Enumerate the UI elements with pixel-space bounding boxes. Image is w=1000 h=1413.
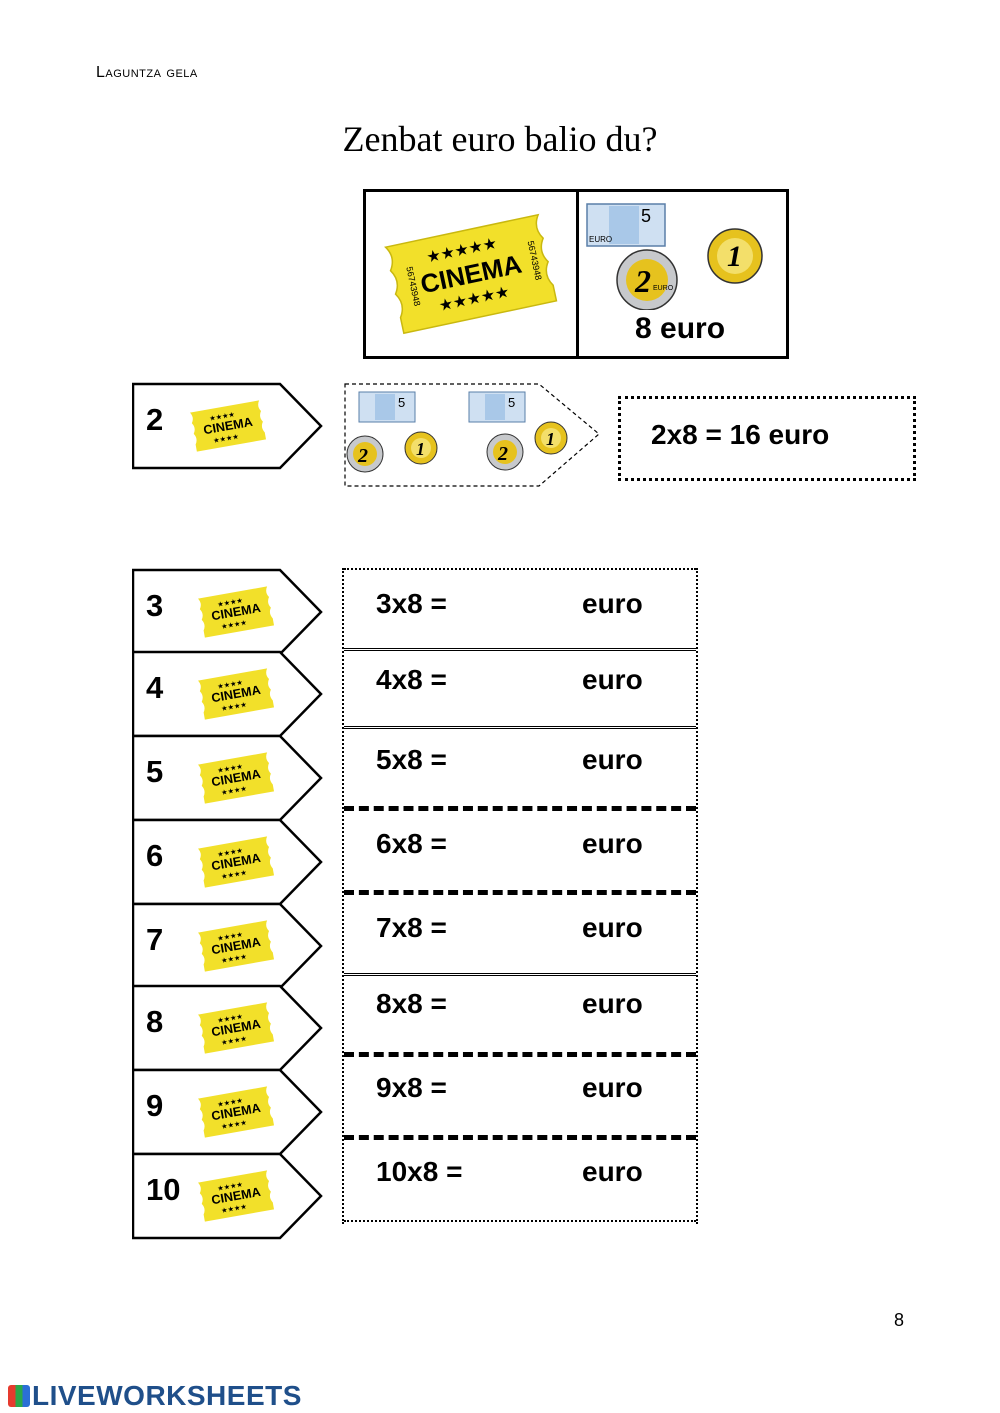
svg-text:2: 2 [497,443,508,465]
ticket-count: 8 [146,1004,164,1039]
svg-text:EURO: EURO [589,235,612,244]
cinema-ticket-icon: CINEMA★★★★★★★★ [197,668,275,720]
cinema-ticket-icon: ★★★★★ ★★★★★ CINEMA 56743948 56743948 [384,213,558,335]
money-icon: 5 2 1 [468,391,568,471]
svg-text:★★★★: ★★★★ [217,596,244,609]
svg-text:★★★★: ★★★★ [217,846,244,859]
unit-label: euro [582,912,643,943]
page-number: 8 [894,1310,905,1330]
price-label: 8 euro [635,312,726,345]
ticket-count: 3 [146,588,164,623]
svg-text:1: 1 [727,240,742,273]
ticket-count: 5 [146,754,164,789]
unit-label: euro [582,664,643,695]
svg-text:EURO: EURO [653,285,674,292]
money-icon: 5 EURO 1 2 EURO [586,203,763,311]
svg-text:★★★★: ★★★★ [220,952,247,965]
svg-text:2: 2 [634,263,651,299]
money-icon: 5 2 1 [346,391,438,473]
example-money-arrow: 5 2 1 5 2 1 [343,382,603,495]
ticket-arrow: CINEMA★★★★★★★★4 [132,650,323,738]
ticket-arrow: CINEMA★★★★★★★★5 [132,734,323,822]
svg-text:★★★★: ★★★★ [220,1202,247,1215]
example-ticket-arrow: CINEMA ★★★★ ★★★★ 2 [132,382,323,470]
cinema-ticket-icon: CINEMA★★★★★★★★ [197,752,275,804]
brand-name: LIVEWORKSHEETS [32,1380,302,1411]
svg-text:★★★★: ★★★★ [217,1180,244,1193]
unit-label: euro [582,1072,643,1103]
svg-text:5: 5 [641,206,651,226]
svg-text:5: 5 [508,395,515,410]
svg-text:★★★★: ★★★★ [217,930,244,943]
cinema-ticket-icon: CINEMA★★★★★★★★ [197,1170,275,1222]
svg-text:1: 1 [416,439,425,459]
example-result-box: 2x8 = 16 euro [618,396,916,481]
ticket-count: 4 [146,670,164,705]
cinema-ticket-icon: CINEMA★★★★★★★★ [197,1086,275,1138]
multiplication: 3x8 = [376,588,447,619]
price-card: ★★★★★ ★★★★★ CINEMA 56743948 56743948 5 E… [363,189,789,359]
svg-text:★★★★: ★★★★ [217,678,244,691]
cinema-ticket-icon: CINEMA★★★★★★★★ [197,836,275,888]
unit-label: euro [582,1156,643,1187]
cinema-ticket-icon: CINEMA★★★★★★★★ [197,920,275,972]
ticket-panel: ★★★★★ ★★★★★ CINEMA 56743948 56743948 [366,192,579,356]
svg-text:1: 1 [546,429,555,449]
svg-text:★★★★: ★★★★ [220,1034,247,1047]
example-result: 2x8 = 16 euro [651,419,830,450]
svg-text:5: 5 [398,395,405,410]
svg-text:★★★★: ★★★★ [220,618,247,631]
ticket-count: 2 [146,402,164,437]
money-panel: 5 EURO 1 2 EURO 8 euro [579,192,789,356]
unit-label: euro [582,828,643,859]
svg-text:★★★★: ★★★★ [209,410,236,423]
page-title: Zenbat euro balio du? [342,119,658,159]
multiplication: 5x8 = [376,744,447,775]
svg-text:★★★★: ★★★★ [220,700,247,713]
ticket-count: 10 [146,1172,181,1207]
cinema-ticket-icon: CINEMA★★★★★★★★ [197,586,275,638]
ticket-arrow: CINEMA★★★★★★★★10 [132,1152,323,1240]
ticket-count: 9 [146,1088,164,1123]
svg-text:★★★★: ★★★★ [217,1096,244,1109]
brand-mark-icon [8,1385,30,1407]
ticket-arrow: CINEMA★★★★★★★★6 [132,818,323,906]
multiplication: 4x8 = [376,664,447,695]
ticket-arrow: CINEMA★★★★★★★★7 [132,902,323,990]
ticket-arrow: CINEMA★★★★★★★★9 [132,1068,323,1156]
unit-label: euro [582,988,643,1019]
multiplication: 6x8 = [376,828,447,859]
ticket-arrow: CINEMA★★★★★★★★3 [132,568,323,656]
svg-text:★★★★: ★★★★ [220,1118,247,1131]
brand-logo: LIVEWORKSHEETS [8,1380,302,1412]
multiplication: 7x8 = [376,912,447,943]
unit-label: euro [582,588,643,619]
svg-text:2: 2 [357,445,368,467]
ticket-count: 7 [146,922,164,957]
svg-text:★★★★: ★★★★ [212,432,239,445]
header-note: Laguntza gela [96,64,198,81]
ticket-count: 6 [146,838,164,873]
unit-label: euro [582,744,643,775]
svg-text:★★★★: ★★★★ [220,784,247,797]
multiplication: 10x8 = [376,1156,463,1187]
multiplication: 9x8 = [376,1072,447,1103]
svg-text:★★★★: ★★★★ [217,1012,244,1025]
ticket-arrow: CINEMA★★★★★★★★8 [132,984,323,1072]
cinema-ticket-icon: CINEMA★★★★★★★★ [197,1002,275,1054]
multiplication: 8x8 = [376,988,447,1019]
svg-text:★★★★: ★★★★ [217,762,244,775]
answer-column: 3x8 = euro 4x8 = euro 5x8 = euro 6x8 = e… [342,568,698,1224]
svg-text:★★★★: ★★★★ [220,868,247,881]
